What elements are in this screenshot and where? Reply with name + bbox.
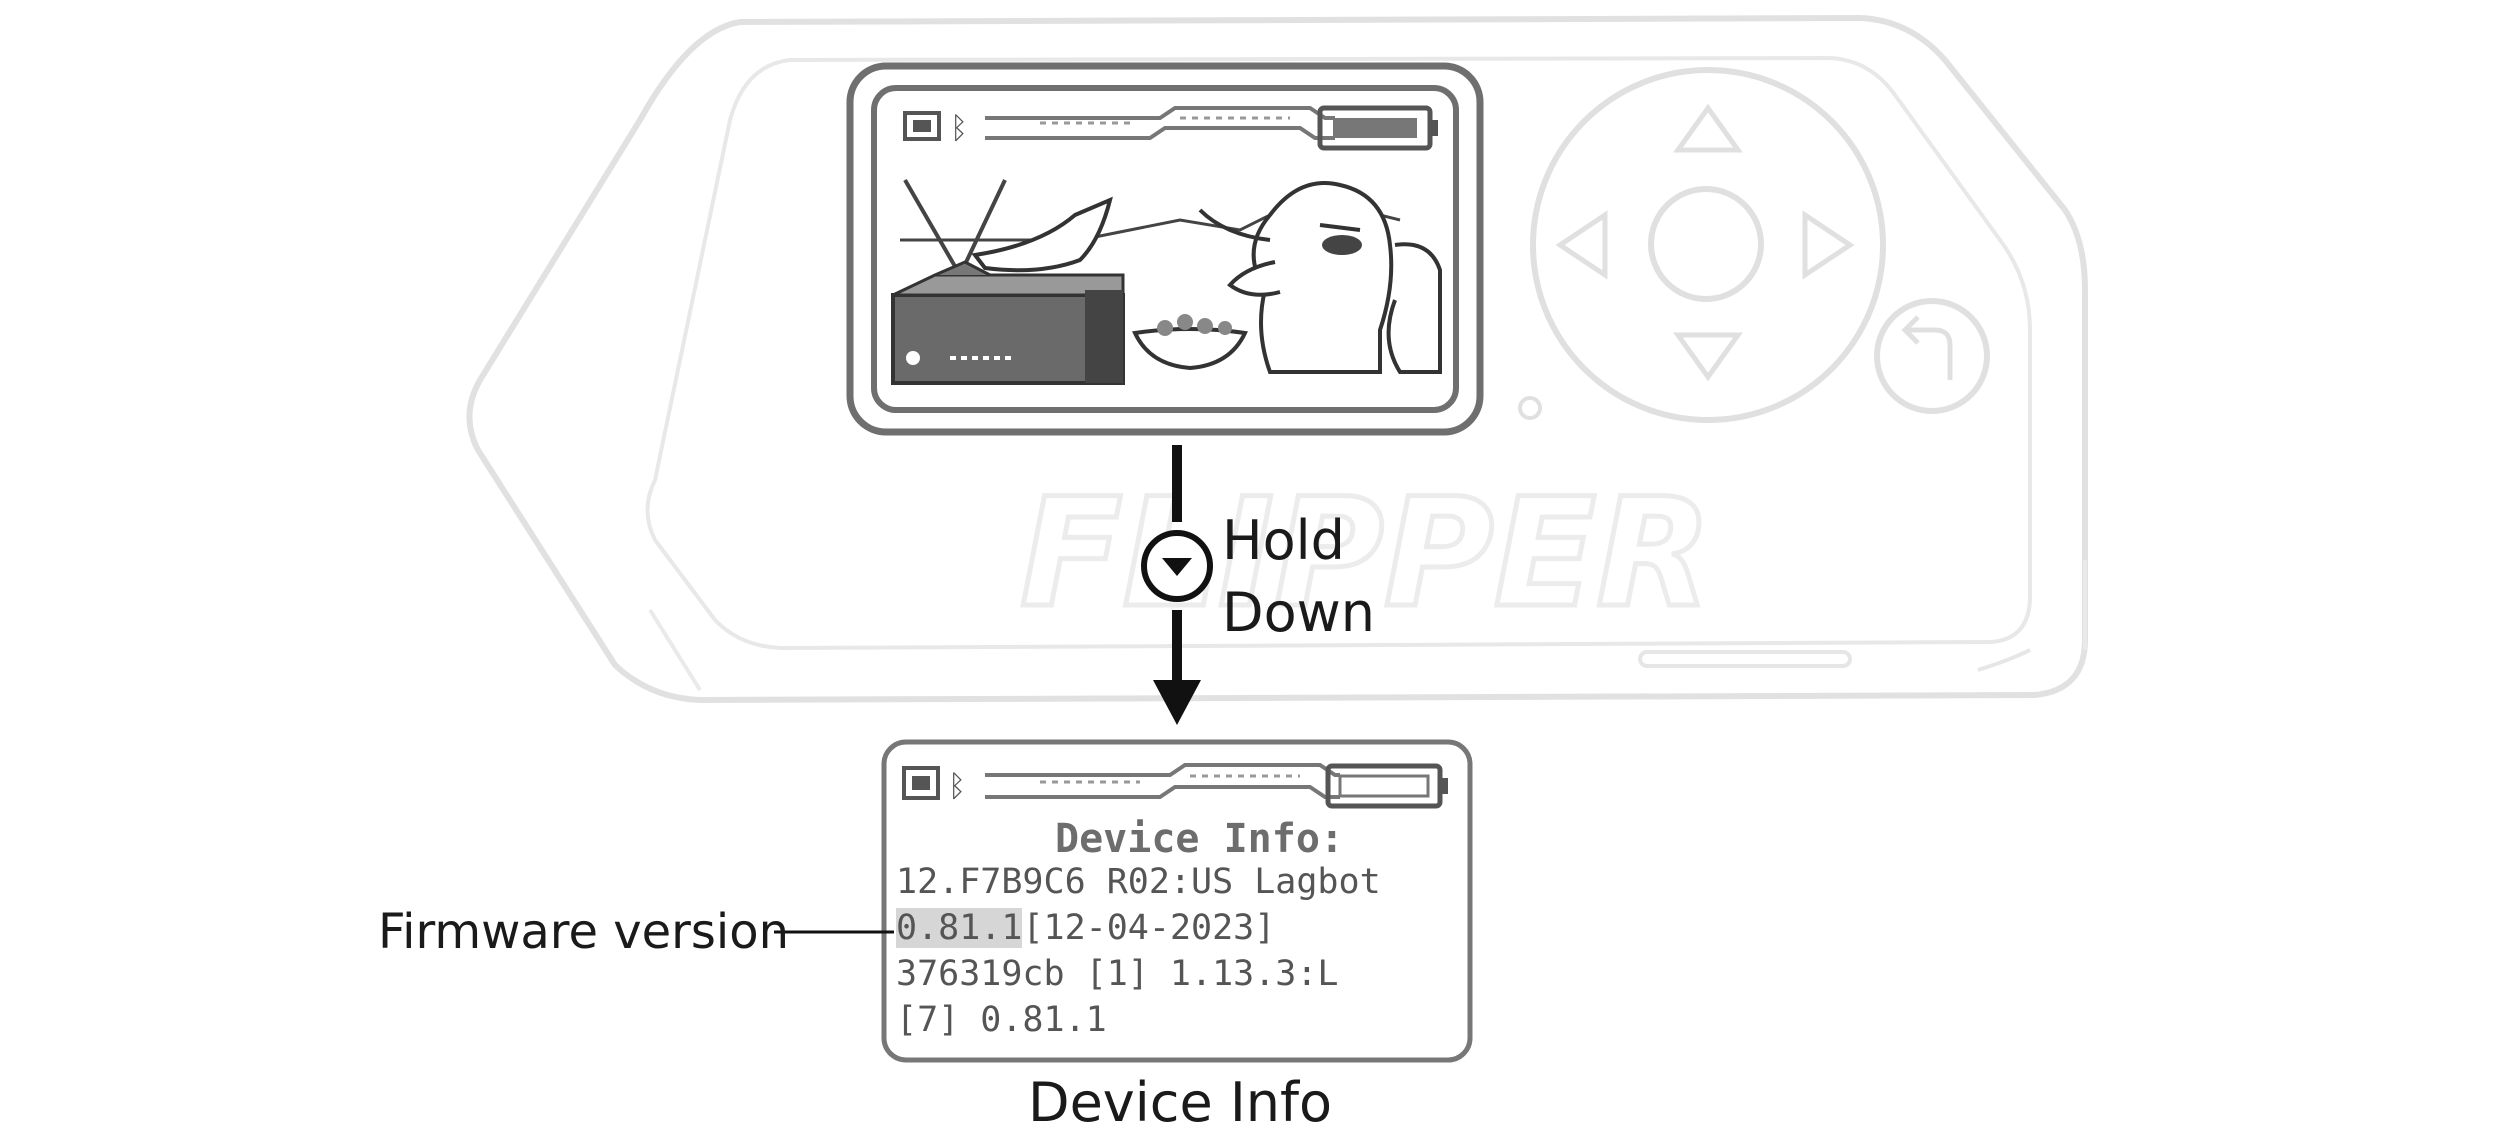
- main-screen: ᛒ: [846, 62, 1484, 436]
- device-body: [466, 14, 2088, 704]
- device-logo: FLIPPER: [1020, 467, 1712, 641]
- dolphin-scene-illustration: [891, 178, 1442, 385]
- led-indicator: [1518, 396, 1542, 420]
- firmware-version-label: Firmware version: [378, 904, 790, 960]
- right-arrow-icon: [1802, 210, 1855, 280]
- device-info-screen: ᛒ: [881, 739, 1473, 1063]
- back-icon: [1901, 315, 1953, 380]
- device-info-caption: Device Info: [1028, 1071, 1333, 1134]
- down-button-icon: [1141, 530, 1213, 602]
- back-button[interactable]: [1874, 298, 1990, 414]
- screen-title: Device Info:: [1055, 816, 1344, 862]
- corner-slot: [1977, 648, 2031, 672]
- info-status-bar: ᛒ: [902, 763, 1448, 809]
- bluetooth-icon: ᛒ: [950, 111, 968, 146]
- firmware-version-value: 0.81.1: [896, 908, 1023, 948]
- device-inner-body: [645, 55, 2032, 651]
- bottom-slot: [1638, 650, 1852, 668]
- info-line-hardware: 12.F7B9C6 R02:US Lagbot: [896, 862, 1381, 902]
- ok-button: [1648, 186, 1764, 302]
- dpad[interactable]: [1530, 67, 1886, 423]
- left-arrow-icon: [1555, 210, 1608, 280]
- device-bottom-lip: [648, 560, 2087, 692]
- build-date: [12-04-2023]: [1022, 908, 1276, 948]
- up-arrow-icon: [1673, 103, 1743, 153]
- bluetooth-icon: ᛒ: [948, 769, 966, 804]
- sd-card-icon: [902, 766, 940, 800]
- info-line-radio: 376319cb [1] 1.13.3:L: [896, 954, 1339, 994]
- info-line-radio-version: [7] 0.81.1: [896, 1000, 1107, 1040]
- info-line-firmware: 0.81.1[12-04-2023]: [896, 908, 1275, 948]
- down-arrow-icon: [1673, 332, 1743, 382]
- hold-down-arrow: [1153, 445, 1201, 725]
- status-bar: ᛒ: [903, 105, 1438, 151]
- sd-card-icon: [903, 111, 941, 141]
